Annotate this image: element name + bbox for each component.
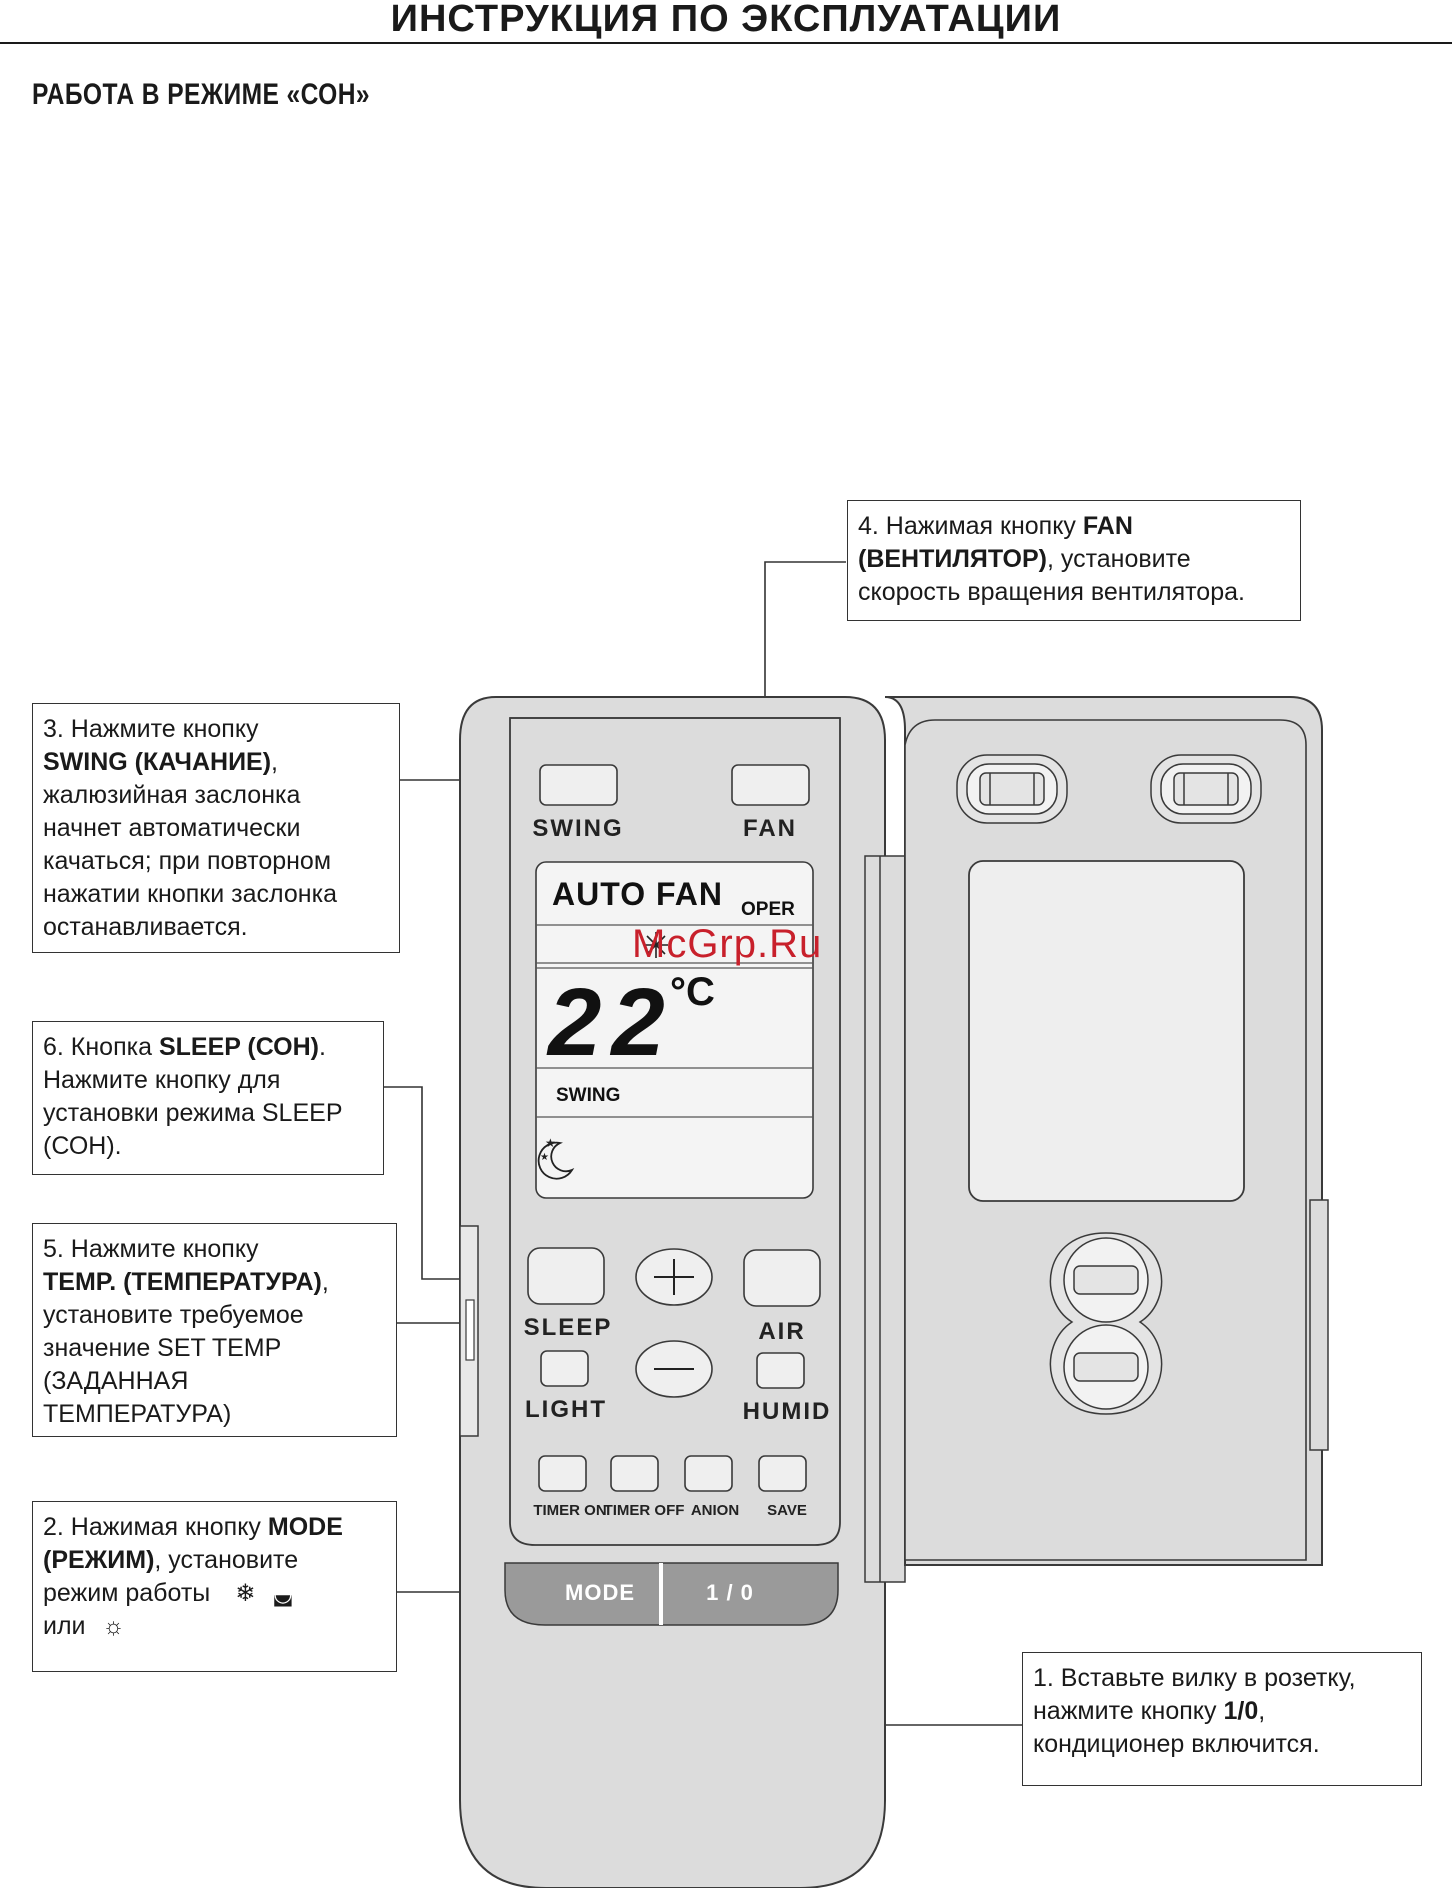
air-button[interactable]	[743, 1249, 821, 1307]
callout-fan: 4. Нажимая кнопку FAN (ВЕНТИЛЯТОР), уста…	[847, 500, 1301, 621]
callout-sleep-line4: (СОН).	[43, 1132, 122, 1160]
callout-fan-bold2: (ВЕНТИЛЯТОР)	[858, 545, 1047, 573]
callout-sleep-bold: SLEEP (СОН)	[158, 1033, 319, 1061]
snowflake-icon	[644, 932, 668, 958]
lcd-display: AUTO FAN OPER 22 °C SWING ★ ★	[535, 861, 814, 1199]
callout-fan-text: 4. Нажимая кнопку	[858, 512, 1083, 540]
page-title: ИНСТРУКЦИЯ ПО ЭКСПЛУАТАЦИИ	[390, 0, 1062, 40]
lcd-temperature: 22	[546, 969, 675, 1076]
callout-swing-text: 3. Нажмите кнопку	[43, 715, 259, 743]
dry-mode-icon: ◛	[272, 1581, 294, 1606]
sleep-button[interactable]	[527, 1247, 605, 1305]
anion-button[interactable]	[684, 1455, 733, 1492]
lcd-mode-text: AUTO FAN	[552, 876, 723, 912]
heat-mode-icon: ☼	[102, 1613, 125, 1640]
callout-power-line3: кондиционер включится.	[1033, 1730, 1320, 1758]
callout-swing-line5: качаться; при повторном	[43, 847, 332, 875]
callout-temp-line6: ТЕМПЕРАТУРА)	[43, 1400, 232, 1428]
callout-mode: 2. Нажимая кнопку MODE (РЕЖИМ), установи…	[32, 1501, 397, 1672]
lcd-swing: SWING	[556, 1085, 620, 1106]
callout-power-text2a: нажмите кнопку	[1033, 1697, 1224, 1725]
cool-mode-icon: ❄	[235, 1580, 256, 1607]
callout-sleep-text: 6. Кнопка	[43, 1033, 159, 1061]
timer-on-label: TIMER ON	[533, 1502, 606, 1519]
anion-label: ANION	[691, 1502, 739, 1519]
timer-off-label: TIMER OFF	[604, 1502, 685, 1519]
mode-power-band	[504, 1562, 839, 1626]
humid-label: HUMID	[743, 1398, 832, 1425]
svg-text:★: ★	[545, 1136, 556, 1150]
fan-label: FAN	[743, 815, 797, 842]
hinge	[864, 855, 906, 1583]
callout-temp-comma: ,	[321, 1268, 329, 1296]
callout-mode-bold2: (РЕЖИМ)	[43, 1546, 155, 1574]
callout-temp-text: 5. Нажмите кнопку	[43, 1235, 259, 1263]
callout-mode-bold: MODE	[267, 1513, 343, 1541]
callout-temp-line5: (ЗАДАННАЯ	[43, 1367, 189, 1395]
swing-button[interactable]	[539, 764, 618, 806]
callout-sleep-line3: установки режима SLEEP	[43, 1099, 343, 1127]
callout-sleep-line2: Нажмите кнопку для	[43, 1066, 281, 1094]
callout-mode-text: 2. Нажимая кнопку	[43, 1513, 268, 1541]
callout-swing-bold: SWING (КАЧАНИЕ)	[43, 748, 272, 776]
callout-temp-bold: TEMP. (ТЕМПЕРАТУРА)	[43, 1268, 322, 1296]
callout-sleep-dot: .	[319, 1033, 326, 1061]
remote-lid	[884, 696, 1329, 1566]
mode-button[interactable]: MODE	[565, 1580, 635, 1605]
callout-mode-line4: или	[43, 1612, 86, 1640]
callout-swing-line7: останавливается.	[43, 913, 248, 941]
lid-latch	[1049, 1232, 1163, 1415]
humid-button[interactable]	[756, 1352, 805, 1389]
callout-power-comma: ,	[1258, 1697, 1266, 1725]
callout-fan-line3: скорость вращения вентилятора.	[858, 578, 1245, 606]
callout-power: 1. Вставьте вилку в розетку, нажмите кно…	[1022, 1652, 1422, 1786]
save-label: SAVE	[767, 1502, 807, 1519]
section-title: РАБОТА В РЕЖИМЕ «СОН»	[32, 78, 371, 111]
swing-label: SWING	[532, 815, 623, 842]
callout-swing-line3: жалюзийная заслонка	[43, 781, 301, 809]
moon-sleep-icon: ★ ★	[537, 1136, 575, 1180]
fan-button[interactable]	[731, 764, 810, 806]
air-label: AIR	[758, 1318, 805, 1345]
callout-swing-comma: ,	[271, 748, 278, 776]
lcd-unit: °C	[670, 970, 715, 1014]
callout-mode-line3: режим работы	[43, 1579, 211, 1607]
callout-temp: 5. Нажмите кнопку TEMP. (ТЕМПЕРАТУРА), у…	[32, 1223, 397, 1437]
light-button[interactable]	[540, 1350, 589, 1387]
power-button[interactable]: 1 / 0	[706, 1580, 754, 1605]
sleep-label: SLEEP	[524, 1314, 613, 1341]
title-rule	[0, 42, 1452, 44]
plus-icon	[654, 1259, 694, 1295]
lid-clip-left	[956, 754, 1068, 824]
lid-clip-right	[1150, 754, 1262, 824]
callout-mode-text2: , установите	[154, 1546, 299, 1574]
watermark: McGrp.Ru	[632, 922, 823, 966]
callout-temp-line3: установите требуемое	[43, 1301, 304, 1329]
callout-sleep: 6. Кнопка SLEEP (СОН). Нажмите кнопку дл…	[32, 1021, 384, 1175]
callout-swing-line6: нажатии кнопки заслонка	[43, 880, 337, 908]
callout-fan-bold: FAN	[1082, 512, 1133, 540]
callout-power-bold: 1/0	[1223, 1697, 1259, 1725]
lcd-oper: OPER	[741, 899, 795, 920]
timer-on-button[interactable]	[538, 1455, 587, 1492]
callout-power-text: 1. Вставьте вилку в розетку,	[1033, 1664, 1356, 1692]
callout-fan-text2: , установите	[1046, 545, 1191, 573]
timer-off-button[interactable]	[610, 1455, 659, 1492]
callout-swing-line4: начнет автоматически	[43, 814, 301, 842]
svg-text:★: ★	[540, 1152, 549, 1163]
callout-temp-line4: значение SET TEMP	[43, 1334, 282, 1362]
light-label: LIGHT	[525, 1396, 607, 1423]
callout-swing: 3. Нажмите кнопку SWING (КАЧАНИЕ), жалюз…	[32, 703, 400, 953]
save-button[interactable]	[758, 1455, 807, 1492]
